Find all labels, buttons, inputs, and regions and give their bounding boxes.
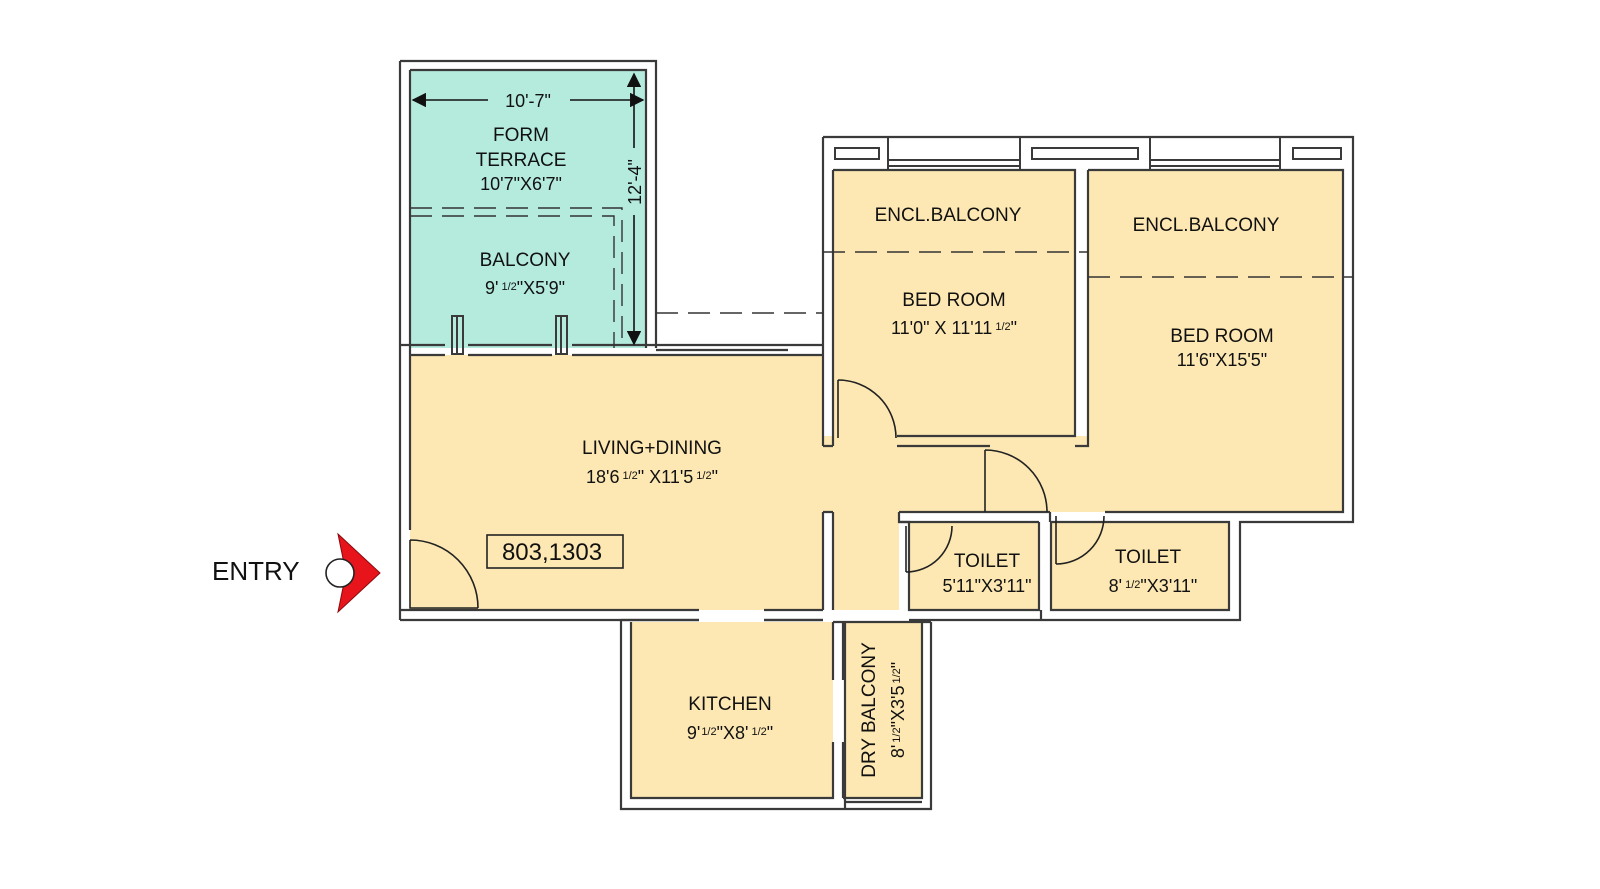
encl-balcony-1-name: ENCL.BALCONY <box>875 205 1022 226</box>
toilet-2-area <box>1051 522 1229 610</box>
encl-balcony-2-name: ENCL.BALCONY <box>1133 215 1280 236</box>
terrace-name-line1: FORM <box>493 125 549 146</box>
passage-area <box>833 512 899 610</box>
bedroom-windows <box>834 137 1342 170</box>
balcony-name: BALCONY <box>480 250 571 271</box>
bed-room-1-name: BED ROOM <box>902 290 1005 311</box>
terrace-dimensions <box>411 72 645 346</box>
bed-room-2-door <box>984 449 1048 513</box>
doors <box>409 379 1105 609</box>
terrace-name-line2: TERRACE <box>476 150 567 171</box>
walls <box>398 59 1355 811</box>
kitchen-area <box>631 622 833 798</box>
kitchen-name: KITCHEN <box>688 694 771 715</box>
dry-balcony-size: 8'1/2"X3'51/2" <box>888 662 908 758</box>
toilet-2-door <box>1055 515 1105 565</box>
terrace-width-dimension: 10'-7" <box>505 91 551 111</box>
entry-point-icon <box>325 558 355 588</box>
bed-room-1-door <box>837 379 897 439</box>
toilet-1-area <box>909 522 1039 610</box>
toilet-1-size: 5'11"X3'11" <box>942 576 1031 596</box>
terrace-area <box>410 70 646 348</box>
unit-code-box <box>486 534 624 569</box>
bed-room-2-size: 11'6"X15'5" <box>1177 350 1267 370</box>
dry-balcony-area <box>845 622 922 798</box>
toilet-1-name: TOILET <box>954 551 1021 572</box>
bed-room-2-name: BED ROOM <box>1170 326 1273 347</box>
dashed-lines <box>410 207 1353 348</box>
room-fills <box>410 70 1343 798</box>
dry-balcony-name: DRY BALCONY <box>859 642 880 778</box>
sliding-door-posts <box>451 315 568 355</box>
toilet-2-size: 8'1/2"X3'11" <box>1109 576 1198 596</box>
entry-label: ENTRY <box>212 556 300 586</box>
toilet-1-door <box>905 525 953 573</box>
balcony-size: 9'1/2"X5'9" <box>485 278 565 298</box>
living-dining-name: LIVING+DINING <box>582 438 722 459</box>
bed-room-2-area <box>1088 170 1343 512</box>
entry-door <box>409 539 479 609</box>
terrace-size: 10'7"X6'7" <box>480 174 562 194</box>
kitchen-size: 9'1/2"X8'1/2" <box>687 723 773 743</box>
unit-code: 803,1303 <box>502 539 602 566</box>
terrace-depth-dimension: 12'-4" <box>625 159 645 205</box>
toilet-2-name: TOILET <box>1115 547 1182 568</box>
